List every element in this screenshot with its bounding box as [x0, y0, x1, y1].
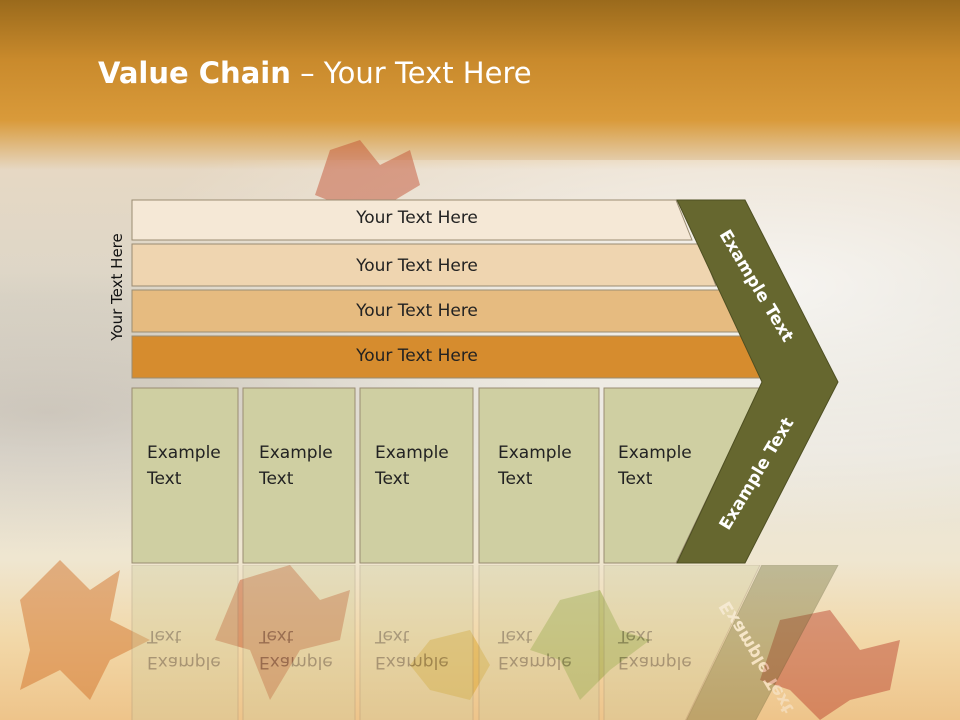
cell-line2: Text: [147, 626, 182, 646]
support-cell-5: [603, 387, 761, 564]
refl-cell-text-1: Example Text: [147, 623, 221, 675]
cell-line1: Example: [147, 652, 221, 672]
row-label-4: Your Text Here: [356, 346, 478, 366]
diagram-reflection: Example Text Example Text Example Text Exam…: [0, 565, 960, 720]
cell-line1: Example: [375, 652, 449, 672]
title-bold: Value Chain: [98, 56, 291, 90]
refl-cell-text-3: Example Text: [375, 623, 449, 675]
value-row-1: [131, 199, 693, 241]
reflection-shapes: [131, 565, 839, 720]
refl-cell-text-2: Example Text: [259, 623, 333, 675]
cell-line2: Text: [618, 469, 653, 489]
refl-cell-5: [603, 565, 761, 720]
support-cell-4: [478, 387, 600, 564]
support-cell-1: [131, 387, 239, 564]
title-rest: – Your Text Here: [290, 56, 532, 90]
refl-cell-1: [131, 565, 239, 720]
cell-line1: Example: [259, 652, 333, 672]
chevron-arrow: [676, 199, 839, 564]
cell-line1: Example: [498, 443, 572, 463]
refl-cell-3: [359, 565, 474, 720]
refl-cell-text-5: Example Text: [618, 623, 692, 675]
cell-line2: Text: [498, 469, 533, 489]
cell-line1: Example: [618, 443, 692, 463]
cell-line2: Text: [147, 469, 182, 489]
row-label-3: Your Text Here: [356, 301, 478, 321]
refl-cell-4: [478, 565, 600, 720]
cell-line2: Text: [498, 626, 533, 646]
refl-chevron: [686, 565, 839, 720]
cell-line2: Text: [259, 469, 294, 489]
cell-line1: Example: [375, 443, 449, 463]
row-label-2: Your Text Here: [356, 256, 478, 276]
cell-line1: Example: [618, 652, 692, 672]
refl-cell-2: [242, 565, 356, 720]
cell-line2: Text: [375, 469, 410, 489]
value-row-2: [131, 243, 717, 287]
cell-line1: Example: [259, 443, 333, 463]
cell-line1: Example: [147, 443, 221, 463]
support-cell-2: [242, 387, 356, 564]
support-cell-3: [359, 387, 474, 564]
cell-line2: Text: [375, 626, 410, 646]
row-label-1: Your Text Here: [356, 208, 478, 228]
slide-title: Value Chain – Your Text Here: [98, 56, 532, 90]
cell-line2: Text: [618, 626, 653, 646]
cell-line2: Text: [259, 626, 294, 646]
cell-line1: Example: [498, 652, 572, 672]
refl-cell-text-4: Example Text: [498, 623, 572, 675]
